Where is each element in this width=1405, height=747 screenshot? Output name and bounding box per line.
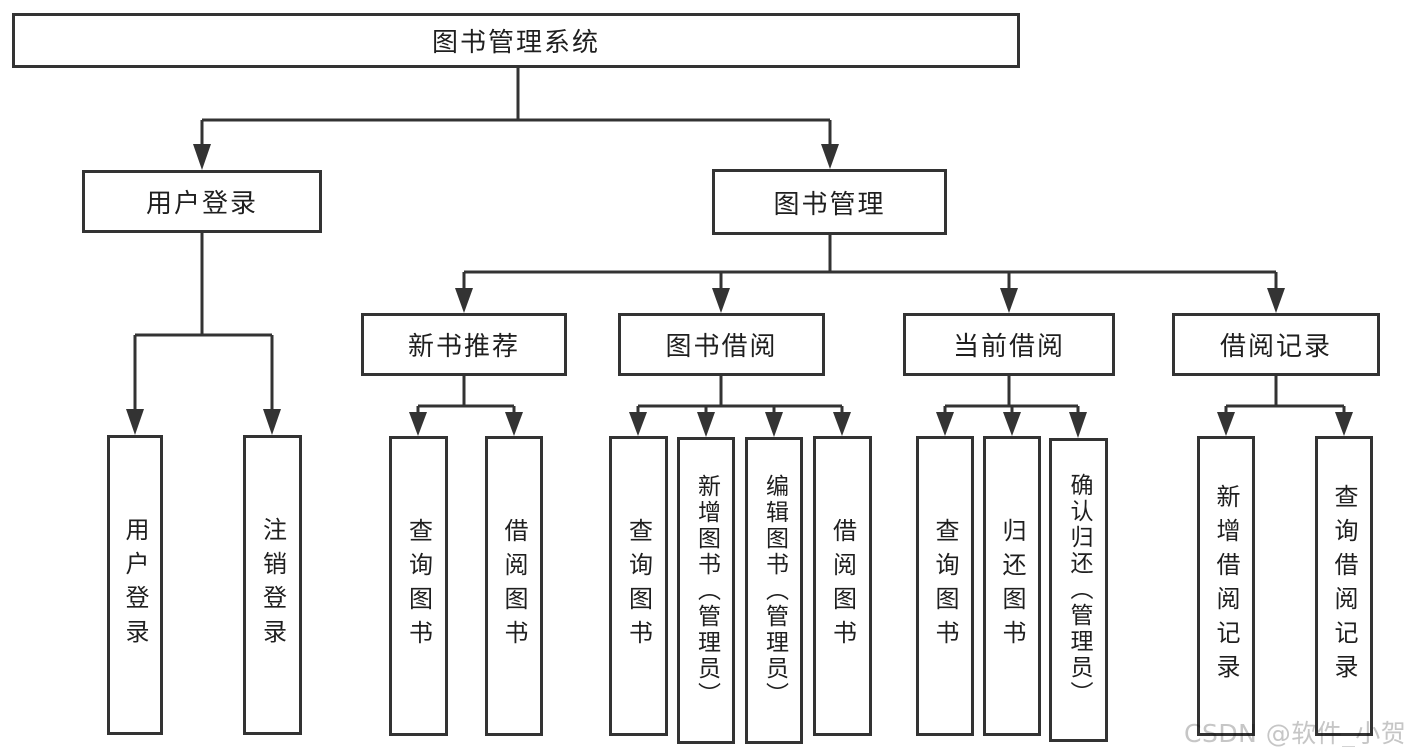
node-label: 查询借阅记录 bbox=[1330, 484, 1358, 688]
node-label: 借阅图书 bbox=[828, 518, 857, 654]
leaf-borrow-books: 借阅图书 bbox=[813, 436, 872, 736]
leaf-confirm-return-admin: 确认归还（管理员） bbox=[1049, 438, 1108, 742]
csdn-watermark: CSDN @软件_小贺同学 bbox=[1184, 719, 1405, 747]
node-new-book-recommend: 新书推荐 bbox=[361, 313, 567, 376]
connector-recommend-to-leaves bbox=[416, 376, 516, 414]
node-label: 新增借阅记录 bbox=[1212, 484, 1240, 688]
leaf-borrow-books-recommend: 借阅图书 bbox=[485, 436, 543, 736]
node-label: 图书借阅 bbox=[665, 332, 778, 362]
leaf-edit-book-admin: 编辑图书（管理员） bbox=[745, 437, 803, 744]
leaf-query-books-borrow: 查询图书 bbox=[609, 436, 668, 736]
node-label: 图书管理 bbox=[773, 189, 886, 220]
node-label: 确认归还（管理员） bbox=[1066, 473, 1092, 707]
connector-mgmt-to-level3 bbox=[462, 235, 1278, 290]
node-label: 编辑图书（管理员） bbox=[761, 473, 788, 708]
node-book-management: 图书管理 bbox=[712, 169, 947, 235]
node-borrow-records: 借阅记录 bbox=[1172, 313, 1380, 376]
leaf-add-book-admin: 新增图书（管理员） bbox=[677, 437, 735, 744]
leaf-return-book: 归还图书 bbox=[983, 436, 1041, 736]
node-current-borrow: 当前借阅 bbox=[903, 313, 1115, 376]
node-label: 用户登录 bbox=[145, 189, 258, 219]
node-label: 图书管理系统 bbox=[431, 28, 600, 58]
node-label: 查询图书 bbox=[404, 518, 433, 654]
leaf-query-books-current: 查询图书 bbox=[916, 436, 974, 736]
node-label: 归还图书 bbox=[998, 518, 1026, 654]
node-user-login: 用户登录 bbox=[82, 170, 322, 233]
leaf-user-login: 用户登录 bbox=[107, 435, 163, 735]
node-label: 借阅图书 bbox=[500, 518, 528, 654]
node-label: 查询图书 bbox=[931, 518, 959, 654]
leaf-query-books-recommend: 查询图书 bbox=[389, 436, 448, 736]
connector-borrow-to-leaves bbox=[636, 376, 844, 414]
connector-current-to-leaves bbox=[943, 376, 1080, 414]
node-root-system: 图书管理系统 bbox=[12, 13, 1020, 68]
arrowheads bbox=[126, 144, 1353, 438]
leaf-add-borrow-record: 新增借阅记录 bbox=[1197, 436, 1255, 736]
leaf-logout: 注销登录 bbox=[243, 435, 302, 735]
node-label: 用户登录 bbox=[121, 517, 149, 653]
node-book-borrow: 图书借阅 bbox=[618, 313, 825, 376]
connector-records-to-leaves bbox=[1224, 376, 1346, 414]
node-label: 新书推荐 bbox=[407, 332, 520, 362]
connector-login-to-leaves bbox=[133, 233, 274, 410]
node-label: 当前借阅 bbox=[952, 332, 1065, 362]
node-label: 借阅记录 bbox=[1219, 332, 1332, 362]
node-label: 注销登录 bbox=[258, 517, 287, 653]
leaf-query-borrow-record: 查询借阅记录 bbox=[1315, 436, 1373, 736]
node-label: 查询图书 bbox=[624, 518, 653, 654]
connector-root-to-level2 bbox=[200, 68, 832, 146]
node-label: 新增图书（管理员） bbox=[693, 473, 720, 708]
